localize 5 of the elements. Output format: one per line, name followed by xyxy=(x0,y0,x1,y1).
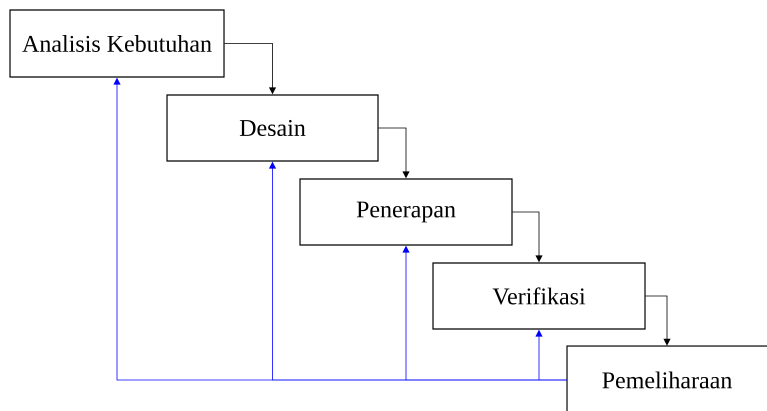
process-box: Verifikasi xyxy=(432,262,646,330)
process-box: Pemeliharaan xyxy=(566,345,767,411)
process-box: Analisis Kebutuhan xyxy=(9,9,225,78)
process-box: Desain xyxy=(166,94,379,162)
process-box: Penerapan xyxy=(299,178,513,246)
